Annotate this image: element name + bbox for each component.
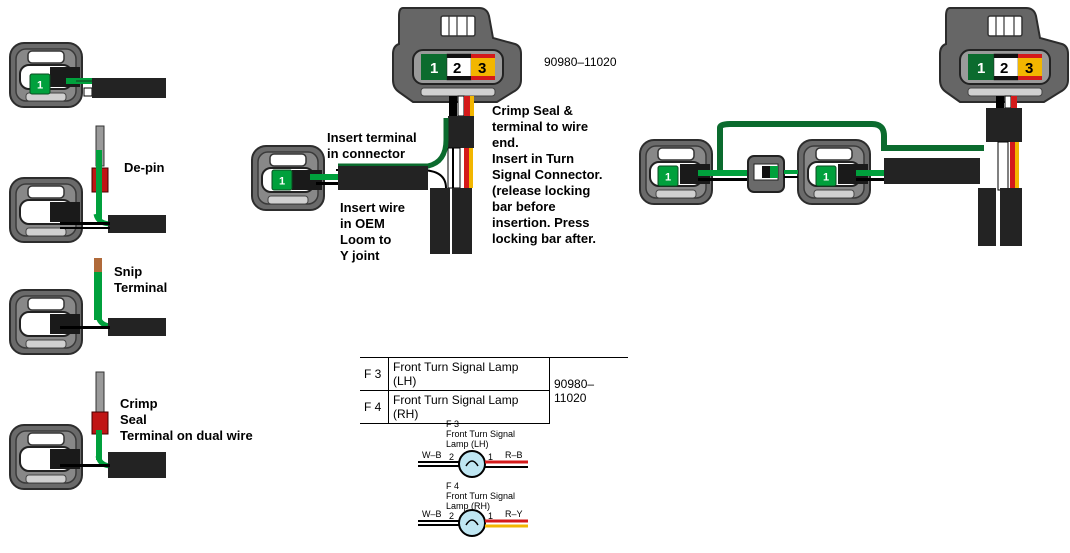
pin-number-label: 1 — [488, 452, 493, 462]
table-cell-name: Front Turn Signal Lamp (LH) — [388, 357, 550, 391]
connector-pinned-terminal-icon — [9, 42, 166, 108]
wire-color-label: W–B — [422, 450, 442, 460]
pin-3-label: 3 — [478, 60, 486, 77]
connector-crimped-terminal-icon — [9, 371, 166, 490]
schematic-code: F 3 — [446, 419, 459, 429]
insert-wire-label: Insert wire in OEM Loom to Y joint — [340, 200, 406, 263]
wire-color-label: R–B — [505, 450, 523, 460]
pin-1-label: 1 — [430, 60, 438, 77]
snip-terminal-label: Snip Terminal — [114, 264, 168, 295]
pin-number-label: 2 — [449, 452, 454, 462]
wire-color-label: W–B — [422, 509, 442, 519]
parts-table: F 3 Front Turn Signal Lamp (LH) 90980–11… — [360, 357, 628, 424]
table-cell-code: F 3 — [360, 357, 389, 391]
pin-2-label: 2 — [453, 60, 461, 77]
table-cell-part-number: 90980–11020 — [549, 357, 628, 424]
part-number-label: 90980–11020 — [544, 55, 617, 69]
table-cell-name: Front Turn Signal Lamp (RH) — [388, 390, 550, 424]
pin-3-label: 3 — [1025, 60, 1033, 77]
schematic-code: F 4 — [446, 481, 459, 491]
depin-label: De-pin — [124, 160, 165, 175]
schematic-title: Lamp (RH) — [446, 501, 490, 511]
wire-color-label: R–Y — [505, 509, 523, 519]
lamp-bulb-icon — [458, 450, 486, 478]
insert-terminal-label: Insert terminal in connector — [327, 130, 417, 161]
schematic-title: Front Turn Signal — [446, 429, 515, 439]
lamp-schematic-f3 — [418, 450, 528, 478]
lamp-bulb-icon — [458, 509, 486, 537]
crimp-instructions-label: Crimp Seal & terminal to wire end. Inser… — [492, 103, 603, 246]
middle-connector-assembly — [251, 7, 522, 254]
pin-number-label: 2 — [449, 511, 454, 521]
schematic-title: Front Turn Signal — [446, 491, 515, 501]
connector-depinned-icon — [9, 125, 166, 243]
pin-number-label: 1 — [488, 511, 493, 521]
connector-snipped-icon — [9, 258, 166, 355]
pin-2-label: 2 — [1000, 60, 1008, 77]
pin-1-label: 1 — [977, 60, 985, 77]
right-connector-assembly — [639, 7, 1069, 246]
table-cell-code: F 4 — [360, 390, 389, 424]
crimp-seal-label: Crimp Seal Terminal on dual wire — [120, 396, 253, 443]
lamp-schematic-f4 — [418, 509, 528, 537]
schematic-title: Lamp (LH) — [446, 439, 489, 449]
